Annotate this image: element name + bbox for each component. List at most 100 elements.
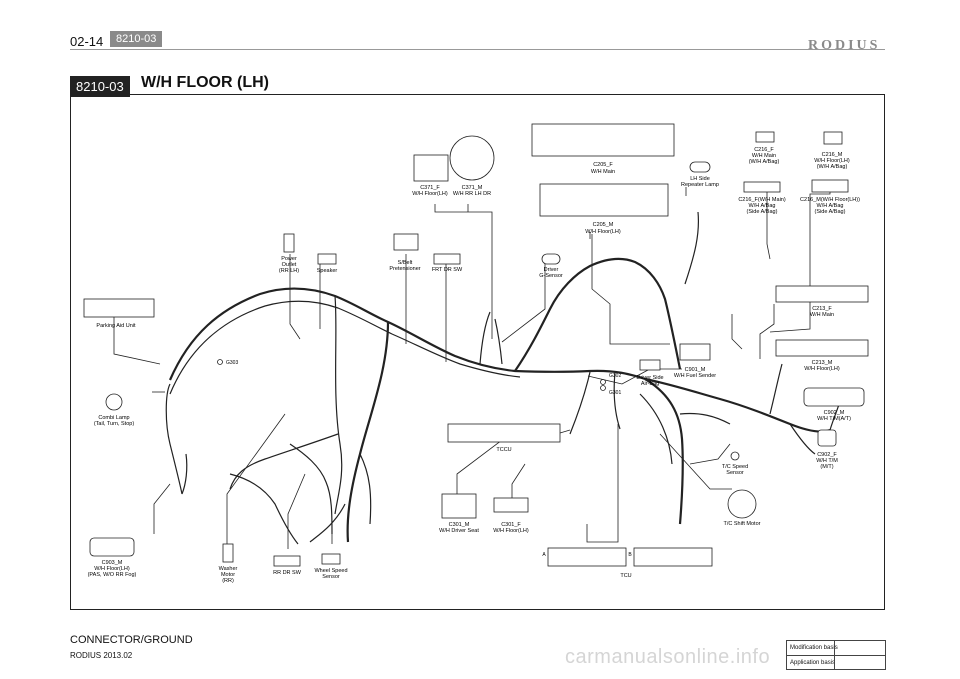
connector-speaker: Speaker (317, 253, 338, 274)
connector-frt-dr-sw: FRT DR SW (432, 253, 463, 273)
connector-c213f: C213_F W/H Main (775, 285, 869, 318)
harness-trunk (165, 211, 843, 545)
connector-parking-aid-unit: Parking Aid Unit (83, 298, 155, 329)
footer-table-divider (834, 641, 835, 669)
power-outlet-l1: Power (281, 256, 297, 262)
c216m-l1: W/H Floor(LH) (814, 158, 850, 164)
c216f2-l1: W/H A/Bag (749, 203, 776, 209)
connector-c371m: C371_M W/H RR LH DR (449, 135, 495, 197)
wheel-speed-l2: Sensor (322, 574, 340, 580)
connector-c205f: C205_F W/H Main (531, 123, 675, 175)
c371m-sub: W/H RR LH DR (453, 191, 491, 197)
c216f-l2: (W/H A/Bag) (749, 159, 780, 165)
connector-combi-lamp: Combi Lamp (Tail, Turn, Stop) (94, 393, 135, 427)
page-number: 02-14 (70, 34, 104, 49)
c216m-l2: (W/H A/Bag) (817, 164, 848, 170)
header-section-tag: 8210-03 (110, 31, 163, 47)
c902f-name: C902_F (817, 452, 837, 458)
connector-tc-shift-motor: T/C Shift Motor (724, 489, 761, 527)
c213f-sub: W/H Main (810, 312, 834, 318)
connector-sbelt-pretensioner: S/Belt Pretensioner (389, 233, 421, 272)
connector-c301m: C301_M W/H Driver Seat (439, 493, 479, 534)
header-rule (70, 49, 885, 50)
connector-driver-side-airbag: Driver Side Air-Bag (636, 359, 664, 387)
ground-g302: G302 (600, 373, 621, 385)
connector-c371f: C371_F W/H Floor(LH) (412, 154, 449, 197)
c216m-name: C216_M (822, 152, 843, 158)
driver-g-l1: Driver (544, 267, 559, 273)
combi-lamp-l2: (Tail, Turn, Stop) (94, 421, 135, 427)
ground-g303-label: G303 (226, 360, 238, 366)
footer-date: RODIUS 2013.02 (70, 651, 133, 660)
ground-g302-label: G302 (609, 373, 621, 379)
c903m-name: C903_M (102, 560, 123, 566)
c301f-sub: W/H Floor(LH) (493, 528, 529, 534)
c301m-name: C301_M (449, 522, 470, 528)
c903m-l2: (PAS, W/O RR Fog) (88, 572, 137, 578)
ground-g303: G303 (217, 359, 238, 366)
tc-shift-l1: T/C Shift Motor (724, 521, 761, 527)
c213m-sub: W/H Floor(LH) (804, 366, 840, 372)
c901m-sub: W/H Fuel Sender (674, 373, 716, 379)
c205f-sub: W/H Main (591, 169, 615, 175)
c902m-sub: W/H T/M(A/T) (817, 416, 851, 422)
connector-tccu: TCCU (447, 423, 561, 453)
connector-tcu: A B TCU (542, 547, 713, 579)
c216f2-l2: (Side A/Bag) (747, 209, 778, 215)
connector-c902m: C902_M W/H T/M(A/T) (803, 387, 865, 422)
connector-c216m-side-abag: C216_M(W/H Floor(LH)) W/H A/Bag (Side A/… (800, 179, 860, 215)
speaker-l1: Speaker (317, 268, 338, 274)
c216f-l1: W/H Main (752, 153, 776, 159)
connector-c216m: C216_M W/H Floor(LH) (W/H A/Bag) (814, 131, 850, 170)
c902m-name: C902_M (824, 410, 845, 416)
diagram-frame: .w { fill:none; stroke:#222; stroke-widt… (70, 94, 885, 610)
parking-aid-l1: Parking Aid Unit (96, 323, 136, 329)
connector-c301f: C301_F W/H Floor(LH) (493, 497, 529, 534)
ground-g301-label: G301 (609, 390, 621, 396)
c205f-name: C205_F (593, 162, 613, 168)
sbelt-l2: Pretensioner (389, 266, 420, 272)
connector-c901m: C901_M W/H Fuel Sender (674, 343, 716, 379)
connector-power-outlet: Power Outlet (RR LH) (279, 233, 299, 274)
driver-airbag-l2: Air-Bag (641, 381, 659, 387)
c371m-name: C371_M (462, 185, 483, 191)
brand-logo: RODIUS (808, 38, 881, 53)
connector-tc-speed-sensor: T/C Speed Sensor (722, 451, 748, 476)
connector-lh-side-repeater: LH Side Repeater Lamp (681, 161, 719, 188)
tc-speed-l2: Sensor (726, 470, 744, 476)
connector-c903m: C903_M W/H Floor(LH) (PAS, W/O RR Fog) (88, 537, 137, 578)
c216m2-l2: (Side A/Bag) (815, 209, 846, 215)
footer-basis-table: Modification basis Application basis (786, 640, 886, 670)
c205m-sub: W/H Floor(LH) (585, 229, 621, 235)
c216m2-l1: W/H A/Bag (817, 203, 844, 209)
c901m-name: C901_M (685, 367, 706, 373)
frt-dr-sw-l1: FRT DR SW (432, 267, 463, 273)
combi-lamp-l1: Combi Lamp (98, 415, 129, 421)
c216f-name: C216_F (754, 147, 774, 153)
washer-l3: (RR) (222, 578, 234, 584)
power-outlet-l2: Outlet (282, 262, 297, 268)
section-code: 8210-03 (70, 76, 130, 97)
connector-c216f-side-abag: C216_F(W/H Main) W/H A/Bag (Side A/Bag) (738, 181, 786, 215)
connector-rr-dr-sw: RR DR SW (273, 555, 302, 576)
power-outlet-l3: (RR LH) (279, 268, 299, 274)
footer-title: CONNECTOR/GROUND (70, 634, 193, 646)
connector-driver-g-sensor: Driver G-Sensor (539, 253, 563, 279)
c301f-name: C301_F (501, 522, 521, 528)
wiring-diagram: .w { fill:none; stroke:#222; stroke-widt… (83, 123, 869, 584)
c301m-sub: W/H Driver Seat (439, 528, 479, 534)
c371f-sub: W/H Floor(LH) (412, 191, 448, 197)
washer-l2: Motor (221, 572, 235, 578)
ground-g301: G301 (600, 385, 621, 396)
c902f-l1: W/H T/M (816, 458, 838, 464)
connector-wheel-speed-sensor: Wheel Speed Sensor (314, 553, 348, 580)
c216f2-name: C216_F(W/H Main) (738, 197, 786, 203)
tcu-b-label: B (628, 552, 632, 558)
tcu-a-label: A (542, 552, 546, 558)
washer-l1: Washer (219, 566, 238, 572)
rr-dr-sw-l1: RR DR SW (273, 570, 302, 576)
driver-g-l2: G-Sensor (539, 273, 563, 279)
c205m-name: C205_M (593, 222, 614, 228)
c213m-name: C213_M (812, 360, 833, 366)
connector-c205m: C205_M W/H Floor(LH) (539, 183, 669, 235)
